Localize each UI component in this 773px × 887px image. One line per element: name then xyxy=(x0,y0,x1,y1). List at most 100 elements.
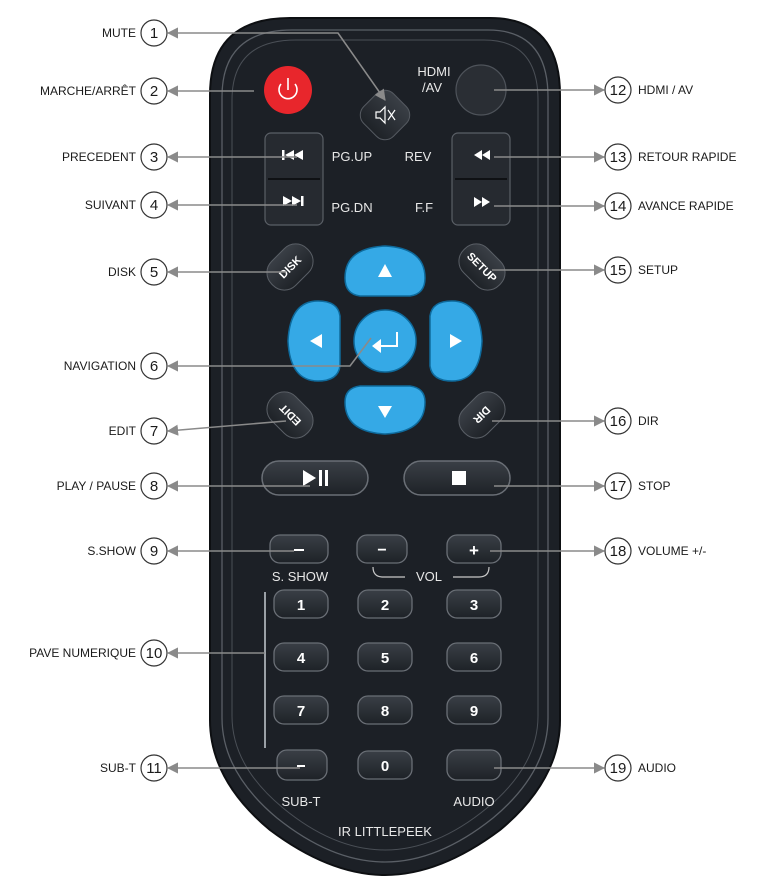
rewind-icon xyxy=(474,150,490,160)
vol-plus-button[interactable]: + xyxy=(446,534,502,564)
callout-number: 4 xyxy=(150,197,158,214)
rev-ff-block xyxy=(451,132,511,226)
digit-8-button[interactable]: 8 xyxy=(357,695,413,725)
pgdn-text: PG.DN xyxy=(331,200,372,215)
arrow-left-icon xyxy=(310,334,322,348)
digit-1-button[interactable]: 1 xyxy=(273,589,329,619)
callout-7: EDIT 7 xyxy=(109,417,287,445)
enter-icon xyxy=(372,332,398,353)
callout-number: 18 xyxy=(610,543,627,560)
arrow-up-icon xyxy=(378,264,392,277)
minus-text: − xyxy=(377,542,386,559)
callout-label: PLAY / PAUSE xyxy=(57,479,136,493)
digit-9-button[interactable]: 9 xyxy=(446,695,502,725)
callout-number: 1 xyxy=(150,25,158,42)
callout-number: 16 xyxy=(610,413,627,430)
sshow-button[interactable] xyxy=(269,534,329,564)
setup-button[interactable]: SETUP xyxy=(452,237,511,296)
dir-button[interactable]: DIR xyxy=(452,385,511,444)
callout-10: PAVE NUMERIQUE 10 xyxy=(29,639,265,667)
fast-forward-button[interactable] xyxy=(474,197,490,207)
rev-text: REV xyxy=(405,149,432,164)
digit-0-label: 0 xyxy=(381,758,389,775)
disk-button[interactable]: DISK xyxy=(260,237,319,296)
callout-label: NAVIGATION xyxy=(64,359,136,373)
stop-icon xyxy=(452,471,466,485)
sshow-text: S. SHOW xyxy=(272,569,329,584)
callout-number: 8 xyxy=(150,478,158,495)
audio-button[interactable] xyxy=(446,749,502,781)
hdmi-text-1: HDMI xyxy=(417,64,450,79)
digit-0-button[interactable]: 0 xyxy=(357,750,413,780)
ff-text: F.F xyxy=(415,200,433,215)
next-button[interactable] xyxy=(268,181,320,222)
digit-5-button[interactable]: 5 xyxy=(357,642,413,672)
digit-2-label: 2 xyxy=(381,597,389,614)
digit-2-button[interactable]: 2 xyxy=(357,589,413,619)
callout-16: 16 DIR xyxy=(492,407,659,435)
sub-t-text: SUB-T xyxy=(282,794,321,809)
callout-6: NAVIGATION 6 xyxy=(64,337,372,380)
digit-6-label: 6 xyxy=(470,650,478,667)
callout-label: AVANCE RAPIDE xyxy=(638,199,734,213)
callout-label: DIR xyxy=(638,414,659,428)
sub-t-button[interactable] xyxy=(276,749,328,781)
callout-number: 10 xyxy=(146,645,163,662)
mute-icon xyxy=(375,105,396,125)
callout-number: 6 xyxy=(150,358,158,375)
arrow-down-icon xyxy=(378,406,392,418)
callout-5: DISK 5 xyxy=(108,258,286,286)
callout-number: 9 xyxy=(150,543,158,560)
digit-7-button[interactable]: 7 xyxy=(273,695,329,725)
nav-up-button[interactable] xyxy=(344,245,426,297)
edit-button[interactable]: EDIT xyxy=(260,385,319,444)
digit-9-label: 9 xyxy=(470,703,478,720)
callout-number: 5 xyxy=(150,264,158,281)
callout-12: 12 HDMI / AV xyxy=(494,76,693,104)
callout-label: MARCHE/ARRÊT xyxy=(40,83,137,98)
callout-label: EDIT xyxy=(109,424,137,438)
callout-label: SUB-T xyxy=(100,761,137,775)
digit-3-button[interactable]: 3 xyxy=(446,589,502,619)
play-pause-button[interactable] xyxy=(261,460,369,496)
callout-number: 14 xyxy=(610,198,627,215)
callout-3: PRECEDENT 3 xyxy=(62,143,297,171)
callout-label: DISK xyxy=(108,265,136,279)
digit-8-label: 8 xyxy=(381,703,389,720)
callout-number: 12 xyxy=(610,82,627,99)
plus-text: + xyxy=(469,541,479,560)
nav-down-button[interactable] xyxy=(344,385,426,435)
nav-left-button[interactable] xyxy=(287,300,341,382)
vol-minus-button[interactable]: − xyxy=(356,534,408,564)
callout-label: PRECEDENT xyxy=(62,150,137,164)
callout-number: 7 xyxy=(150,423,158,440)
stop-button[interactable] xyxy=(403,460,511,496)
callout-number: 17 xyxy=(610,478,627,495)
callout-label: PAVE NUMERIQUE xyxy=(29,646,136,660)
power-button[interactable] xyxy=(264,66,312,114)
audio-text: AUDIO xyxy=(453,794,494,809)
digit-4-button[interactable]: 4 xyxy=(273,642,329,672)
pgup-text: PG.UP xyxy=(332,149,372,164)
callout-8: PLAY / PAUSE 8 xyxy=(57,472,310,500)
dash-icon xyxy=(294,549,304,551)
vol-text: VOL xyxy=(416,569,442,584)
rewind-button[interactable] xyxy=(474,150,490,160)
nav-right-button[interactable] xyxy=(429,300,483,382)
digit-6-button[interactable]: 6 xyxy=(446,642,502,672)
callout-number: 13 xyxy=(610,149,627,166)
callout-label: RETOUR RAPIDE xyxy=(638,150,736,164)
fast-forward-icon xyxy=(474,197,490,207)
enter-button[interactable] xyxy=(353,309,417,373)
callout-number: 3 xyxy=(150,149,158,166)
callout-13: 13 RETOUR RAPIDE xyxy=(494,143,736,171)
callout-label: HDMI / AV xyxy=(638,83,693,97)
callout-label: AUDIO xyxy=(638,761,676,775)
